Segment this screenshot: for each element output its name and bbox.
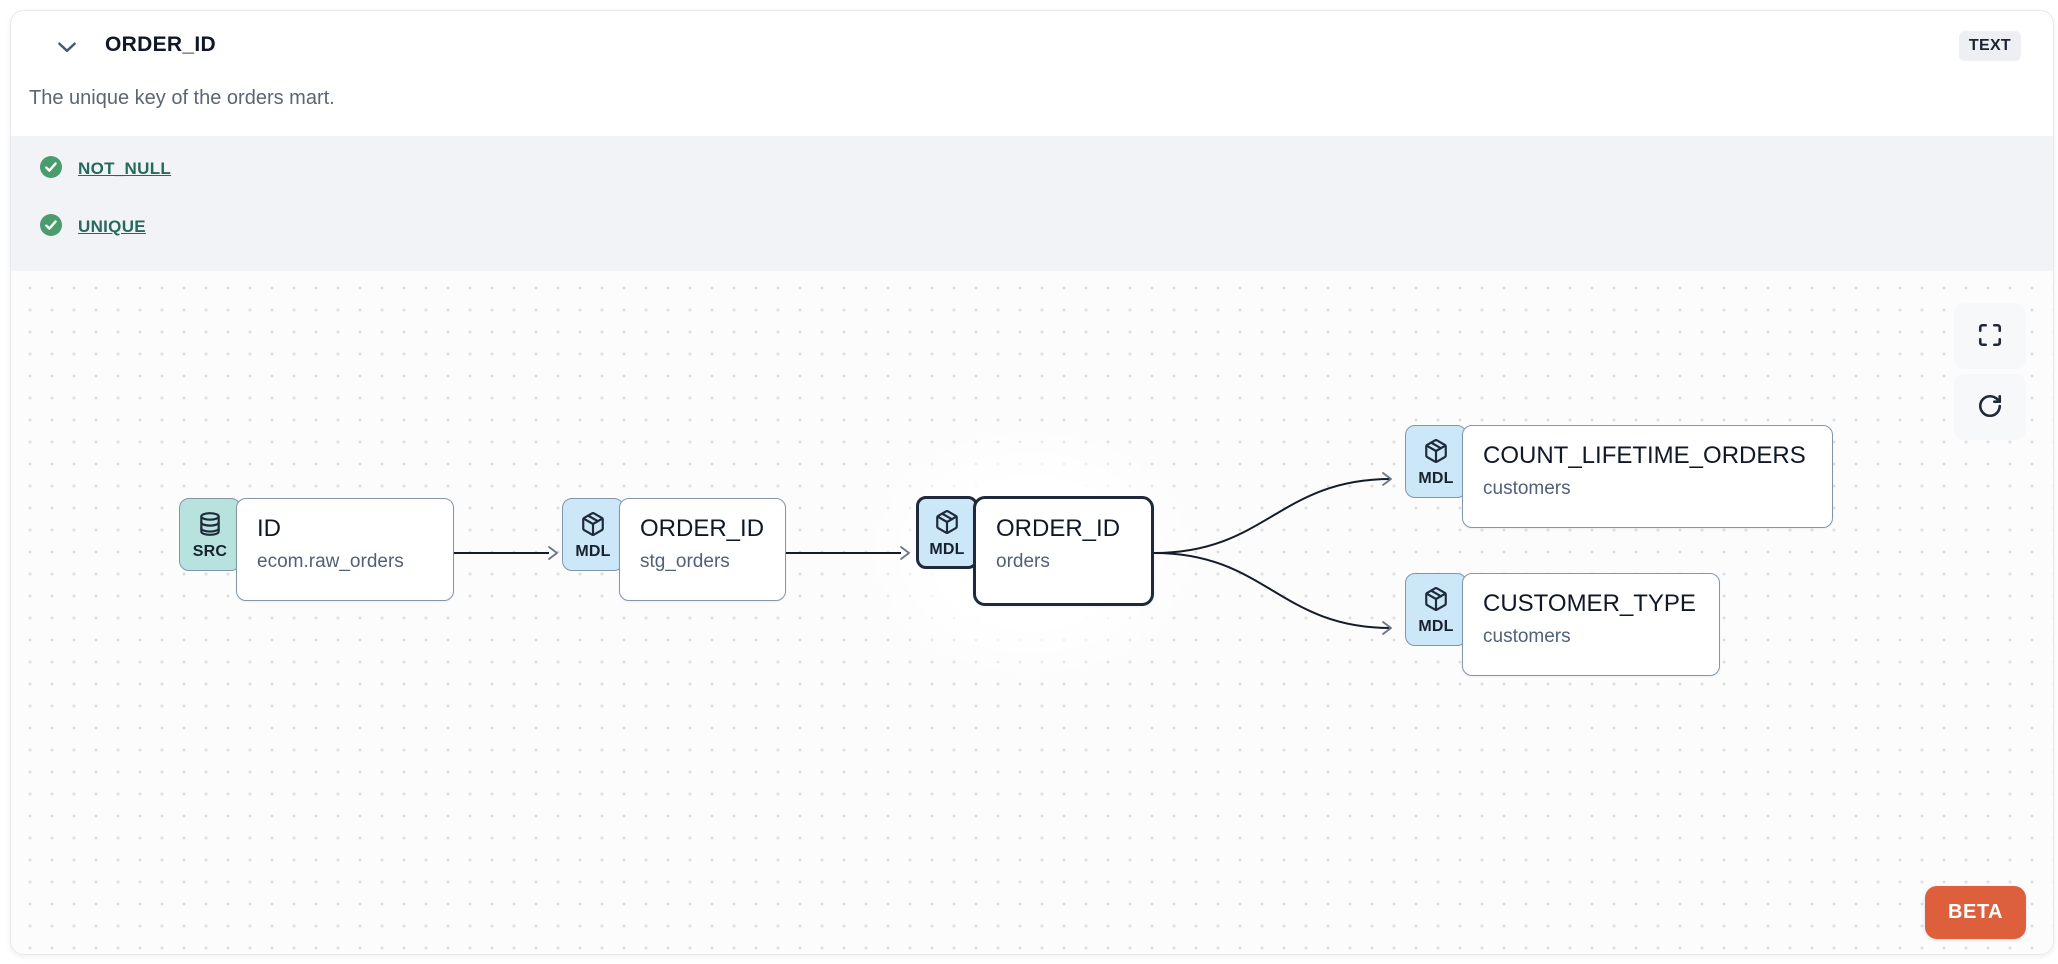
package-icon — [1423, 586, 1449, 617]
refresh-icon — [1977, 393, 2003, 422]
lineage-edges — [454, 472, 1392, 635]
node-badge-label: MDL — [1418, 618, 1454, 635]
node-card: CUSTOMER_TYPE customers — [1462, 573, 1720, 676]
node-title: CUSTOMER_TYPE — [1483, 590, 1696, 617]
check-circle-icon — [39, 213, 63, 242]
page-title: ORDER_ID — [105, 33, 216, 56]
test-row: NOT_NULL — [39, 155, 2053, 184]
node-type-badge: MDL — [562, 498, 624, 571]
package-icon — [934, 509, 960, 540]
package-icon — [1423, 438, 1449, 469]
node-subtitle: ecom.raw_orders — [257, 551, 404, 572]
beta-badge: BETA — [1925, 886, 2026, 939]
test-row: UNIQUE — [39, 213, 2053, 242]
node-type-badge: MDL — [1405, 425, 1467, 498]
node-title: ORDER_ID — [640, 515, 765, 542]
node-badge-label: MDL — [575, 543, 611, 560]
node-type-badge: SRC — [179, 498, 241, 571]
fullscreen-button[interactable] — [1954, 303, 2026, 369]
node-card: ORDER_ID orders — [973, 496, 1154, 606]
node-card: ID ecom.raw_orders — [236, 498, 454, 601]
edge-arrowhead — [548, 546, 558, 560]
node-title: ORDER_ID — [996, 515, 1121, 542]
edge-arrowhead — [1382, 621, 1392, 635]
lineage-canvas[interactable]: SRC ID ecom.raw_orders MDL ORDER_ID stg_… — [11, 271, 2053, 954]
lineage-node-customer-type[interactable]: MDL CUSTOMER_TYPE customers — [1405, 573, 1720, 676]
edge-orders-to-ctype — [1153, 552, 1392, 629]
node-title: COUNT_LIFETIME_ORDERS — [1483, 442, 1806, 469]
node-card: COUNT_LIFETIME_ORDERS customers — [1462, 425, 1833, 528]
lineage-node-orders-selected[interactable]: MDL ORDER_ID orders — [916, 496, 1154, 606]
edge-arrowhead — [900, 546, 910, 560]
collapse-button[interactable] — [53, 31, 81, 59]
node-badge-label: SRC — [192, 543, 228, 560]
column-details-panel: ORDER_ID TEXT The unique key of the orde… — [10, 10, 2054, 955]
node-subtitle: stg_orders — [640, 551, 730, 572]
tests-section: NOT_NULL UNIQUE — [11, 136, 2053, 271]
package-icon — [580, 511, 606, 542]
test-link-unique[interactable]: UNIQUE — [78, 217, 146, 236]
node-subtitle: orders — [996, 551, 1050, 572]
column-description: The unique key of the orders mart. — [29, 87, 335, 109]
node-badge-label: MDL — [929, 541, 965, 558]
lineage-node-count-lifetime-orders[interactable]: MDL COUNT_LIFETIME_ORDERS customers — [1405, 425, 1833, 528]
node-type-badge: MDL — [916, 496, 978, 569]
refresh-button[interactable] — [1954, 374, 2026, 440]
header: ORDER_ID TEXT The unique key of the orde… — [11, 11, 2053, 136]
canvas-controls — [1954, 303, 2026, 440]
node-title: ID — [257, 515, 281, 542]
node-subtitle: customers — [1483, 626, 1571, 647]
chevron-down-icon — [54, 34, 80, 63]
node-badge-label: MDL — [1418, 470, 1454, 487]
node-card: ORDER_ID stg_orders — [619, 498, 786, 601]
lineage-node-source-id[interactable]: SRC ID ecom.raw_orders — [179, 498, 454, 601]
database-icon — [197, 511, 223, 542]
node-subtitle: customers — [1483, 478, 1571, 499]
column-type-badge: TEXT — [1958, 31, 2021, 61]
node-type-badge: MDL — [1405, 573, 1467, 646]
check-circle-icon — [39, 155, 63, 184]
edge-arrowhead — [1382, 472, 1392, 486]
edge-orders-to-count — [1153, 478, 1392, 554]
lineage-node-stg-orders[interactable]: MDL ORDER_ID stg_orders — [562, 498, 786, 601]
fullscreen-icon — [1977, 322, 2003, 351]
test-link-not-null[interactable]: NOT_NULL — [78, 159, 172, 178]
